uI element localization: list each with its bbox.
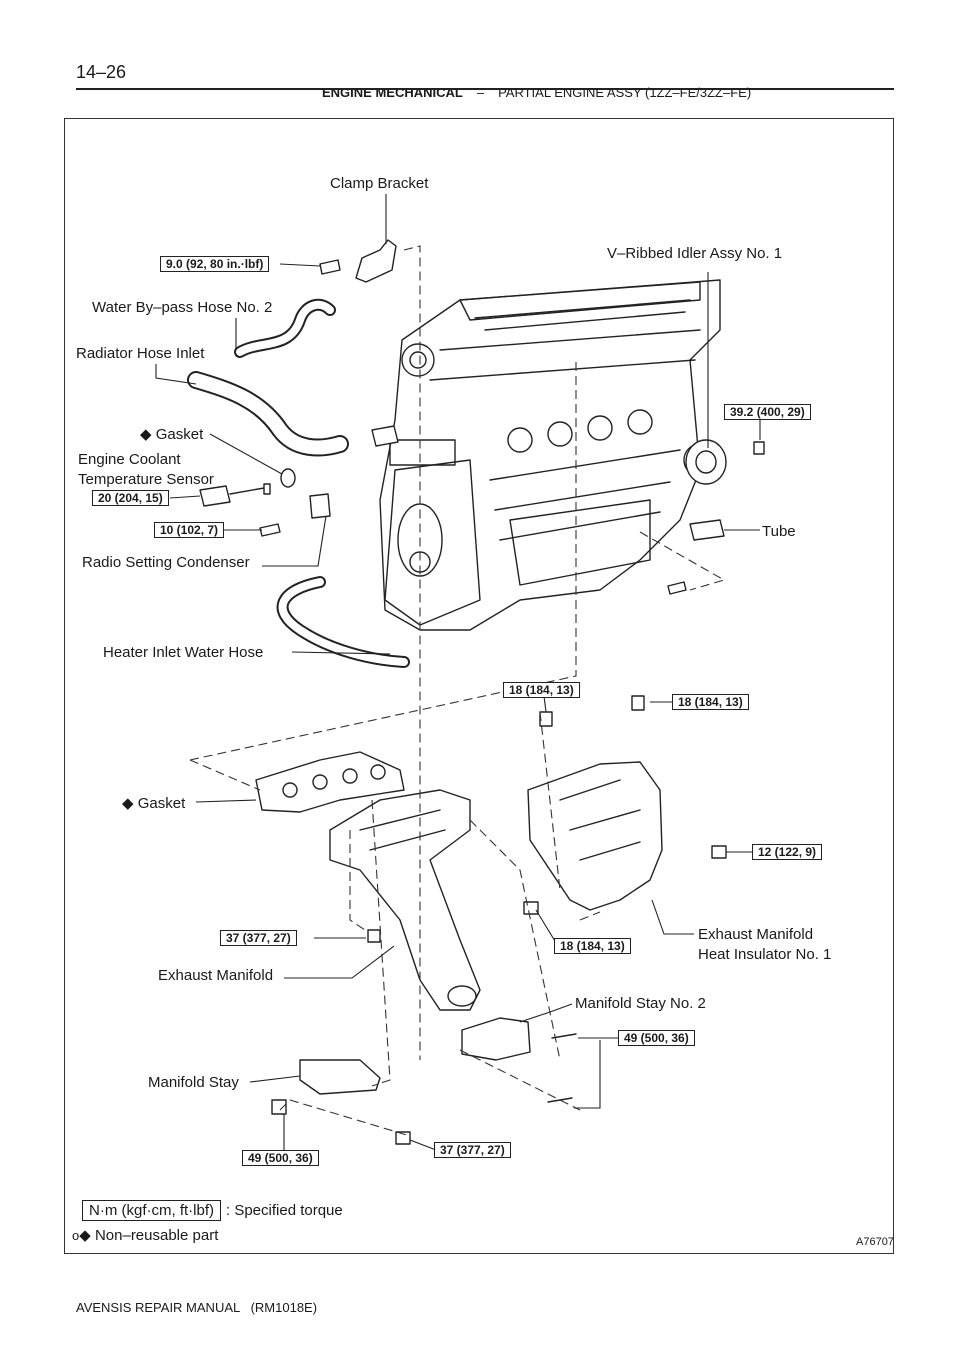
label-coolant-sensor-line2: Temperature Sensor bbox=[78, 471, 214, 488]
legend-unit-text: : Specified torque bbox=[226, 1202, 343, 1219]
diagram-frame bbox=[64, 118, 894, 1254]
torque-idler: 39.2 (400, 29) bbox=[724, 404, 811, 420]
label-exhaust-manifold: Exhaust Manifold bbox=[158, 967, 274, 984]
clamp-bracket-part bbox=[319, 239, 397, 283]
label-coolant-sensor-line1: Engine Coolant bbox=[78, 451, 181, 468]
heater-hose-part bbox=[276, 576, 410, 668]
label-gasket-lower: ◆ Gasket bbox=[122, 795, 185, 812]
torque-coolant-sensor: 20 (204, 15) bbox=[92, 490, 169, 506]
label-clamp-bracket: Clamp Bracket bbox=[330, 175, 429, 192]
nonreusable-diamond-icon: ◆ bbox=[140, 426, 152, 443]
nonreusable-diamond-icon: ◆ bbox=[79, 1227, 91, 1244]
label-tube: Tube bbox=[762, 523, 796, 540]
label-manifold-stay: Manifold Stay bbox=[148, 1074, 239, 1091]
nonreusable-diamond-icon: ◆ bbox=[122, 795, 134, 812]
water-bypass-hose-part bbox=[234, 298, 336, 358]
engine-block bbox=[379, 279, 721, 631]
header-rule bbox=[76, 88, 894, 90]
torque-insulator-top-left: 18 (184, 13) bbox=[503, 682, 580, 698]
label-water-bypass-hose: Water By–pass Hose No. 2 bbox=[92, 299, 273, 316]
alignment-lines bbox=[189, 245, 726, 1137]
torque-clamp-bracket: 9.0 (92, 80 in.·lbf) bbox=[160, 256, 270, 272]
torque-stay2-bolts: 49 (500, 36) bbox=[618, 1030, 695, 1046]
idler-pulley bbox=[685, 439, 765, 485]
label-heat-insulator-line2: Heat Insulator No. 1 bbox=[698, 946, 832, 963]
torque-insulator-right: 12 (122, 9) bbox=[752, 844, 823, 860]
torque-manifold-nut: 37 (377, 27) bbox=[220, 930, 297, 946]
gasket-lower-text: Gasket bbox=[137, 795, 186, 812]
figure-code: A76707 bbox=[856, 1236, 894, 1248]
label-heater-hose: Heater Inlet Water Hose bbox=[103, 644, 264, 661]
heat-insulator-part bbox=[523, 695, 727, 915]
gasket-upper-text: Gasket bbox=[155, 426, 204, 443]
footer-manual-title: AVENSIS REPAIR MANUAL (RM1018E) bbox=[76, 1300, 318, 1315]
torque-stay-nut: 37 (377, 27) bbox=[434, 1142, 511, 1158]
label-manifold-stay-2: Manifold Stay No. 2 bbox=[575, 995, 706, 1012]
torque-stay-bolt: 49 (500, 36) bbox=[242, 1150, 319, 1166]
label-radiator-hose-inlet: Radiator Hose Inlet bbox=[76, 345, 205, 362]
legend-nonreusable-text: Non–reusable part bbox=[94, 1227, 219, 1244]
page-number: 14–26 bbox=[76, 62, 127, 82]
manifold-stay-2-part bbox=[461, 1017, 577, 1103]
section-separator: – bbox=[476, 85, 485, 100]
radiator-hose-part bbox=[187, 371, 399, 457]
exhaust-manifold-part bbox=[329, 789, 481, 1011]
torque-condenser: 10 (102, 7) bbox=[154, 522, 225, 538]
label-radio-condenser: Radio Setting Condenser bbox=[82, 554, 250, 571]
torque-insulator-top-right: 18 (184, 13) bbox=[672, 694, 749, 710]
radio-condenser-part bbox=[309, 493, 331, 519]
exhaust-gasket-part bbox=[255, 751, 405, 813]
manifold-stay-part bbox=[271, 1059, 411, 1145]
label-idler-assy: V–Ribbed Idler Assy No. 1 bbox=[607, 245, 783, 262]
label-gasket-upper: ◆ Gasket bbox=[140, 426, 203, 443]
legend-unit-box: N·m (kgf·cm, ft·lbf) bbox=[82, 1200, 221, 1221]
gasket-ring bbox=[280, 468, 296, 488]
tube-part bbox=[667, 519, 725, 595]
torque-insulator-bottom: 18 (184, 13) bbox=[554, 938, 631, 954]
legend-nonreusable: o◆ Non–reusable part bbox=[72, 1226, 218, 1244]
coolant-sensor-part bbox=[199, 483, 281, 537]
label-heat-insulator-line1: Exhaust Manifold bbox=[698, 926, 814, 943]
legend-prefix: o bbox=[72, 1228, 80, 1243]
